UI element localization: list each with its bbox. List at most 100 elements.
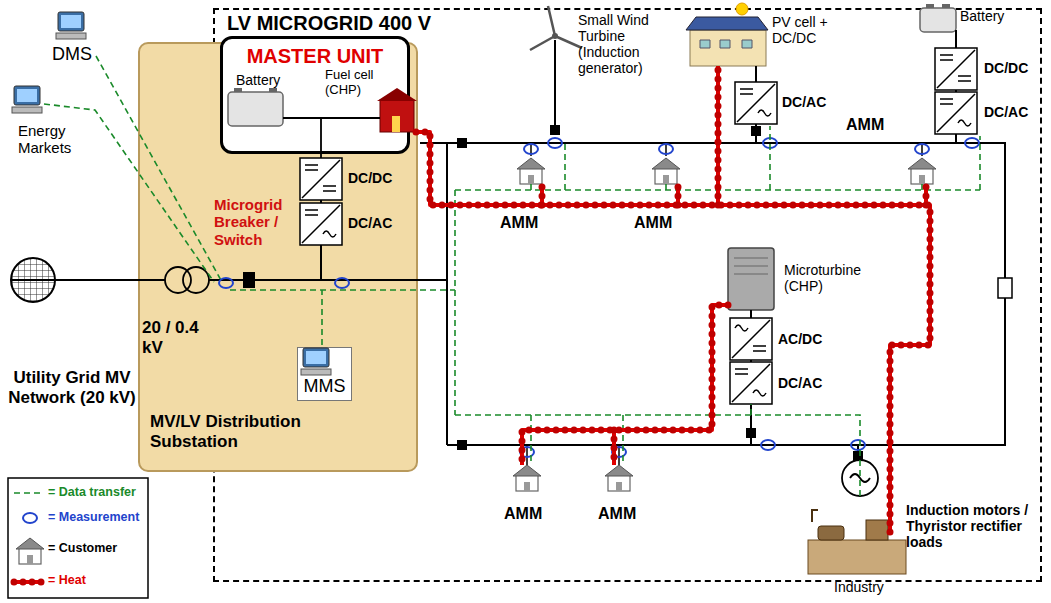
pv-building — [690, 30, 766, 66]
fuel-cell-roof — [377, 88, 417, 101]
wire — [283, 118, 380, 158]
microgrid-breaker — [243, 272, 255, 288]
label-text: Fuel cell (CHP) — [325, 68, 381, 98]
house-body — [516, 475, 538, 491]
industry-pipe — [812, 510, 818, 522]
node-text: LV MICROGRID 400 V — [227, 12, 431, 35]
wire — [320, 245, 322, 280]
legend-text: = Data transfer — [48, 485, 136, 499]
fuel-cell-icon — [380, 100, 414, 132]
converter-box — [735, 82, 777, 124]
label-text: Microgrid Breaker / Switch — [214, 196, 296, 248]
house-roof — [16, 538, 44, 549]
heat-pipe — [522, 305, 728, 465]
open-switch — [998, 278, 1012, 298]
house-door — [524, 482, 530, 491]
wind-blades — [530, 6, 582, 50]
house-door — [528, 175, 534, 184]
measurement-point — [659, 144, 673, 154]
house-roof — [513, 465, 541, 476]
house-roof — [517, 158, 545, 169]
label-text: Energy Markets — [18, 122, 90, 157]
node-text: MV/LV Distribution Substation — [150, 412, 350, 451]
node-text: MMS — [298, 376, 351, 397]
wire — [554, 40, 556, 130]
measurement-point — [219, 278, 233, 288]
converter-box — [730, 318, 772, 360]
measurement-point — [548, 138, 562, 148]
converter-symbol — [732, 364, 770, 402]
converter-box — [935, 48, 977, 90]
label-text: DC/AC — [778, 375, 822, 391]
label-text: DC/AC — [348, 215, 392, 231]
switch-block — [457, 440, 467, 450]
fuel-cell-door — [392, 116, 400, 132]
heat-pipe-beads — [416, 132, 930, 535]
house-door — [919, 175, 925, 184]
data-link — [455, 404, 860, 498]
heat-pipe — [14, 580, 44, 584]
computer-monitor — [14, 86, 40, 105]
label-text: Induction motors / Thyristor rectifier l… — [906, 502, 1046, 550]
heat-pipe-beads — [14, 579, 44, 586]
computer-screen — [17, 89, 37, 102]
house-roof — [605, 465, 633, 476]
switch-block — [746, 428, 756, 438]
label-text: AMM — [598, 505, 636, 523]
house-body — [911, 168, 933, 184]
switch-block — [550, 125, 560, 135]
microturbine-vents — [734, 258, 768, 274]
house-door — [616, 482, 622, 491]
label-text: AC/DC — [778, 331, 822, 347]
battery-terminal — [234, 88, 242, 92]
switch-block — [457, 138, 467, 148]
house-body — [520, 168, 542, 184]
wind-hub — [552, 33, 558, 39]
label-text: PV cell + DC/DC — [772, 14, 836, 46]
transformer-winding — [183, 267, 209, 293]
legend-text: = Measurement — [48, 510, 139, 524]
battery-icon — [228, 92, 283, 126]
measurement-point — [335, 278, 349, 288]
label-text: DC/AC — [984, 104, 1028, 120]
computer-base — [56, 33, 86, 39]
data-link — [44, 104, 214, 282]
house-body — [655, 168, 677, 184]
industry-motor — [818, 526, 844, 540]
battery-terminal — [269, 88, 277, 92]
heat-pipe — [542, 66, 926, 205]
label-text: 20 / 0.4 kV — [142, 318, 210, 357]
converter-box — [935, 92, 977, 134]
computer-monitor — [58, 12, 84, 31]
microturbine-icon — [728, 248, 774, 310]
wire — [750, 310, 752, 318]
label-text: Battery — [236, 72, 280, 88]
label-text: DMS — [52, 44, 92, 65]
wire — [755, 66, 757, 82]
switch-block — [751, 126, 761, 136]
wire — [955, 134, 957, 143]
measurement-point — [851, 440, 865, 450]
label-text: AMM — [846, 116, 884, 134]
converter-symbol — [937, 94, 975, 132]
converter-symbol — [737, 84, 775, 122]
label-text: DC/DC — [348, 170, 392, 186]
house-body — [608, 475, 630, 491]
data-link — [14, 492, 44, 494]
computer-base — [12, 107, 42, 113]
heat-pipe — [416, 132, 930, 535]
heat-pipe-beads — [542, 66, 926, 205]
label-text: AMM — [634, 214, 672, 232]
converter-box — [300, 158, 342, 200]
label-text: Microturbine (CHP) — [784, 262, 880, 294]
wire — [12, 279, 165, 281]
label-text: Utility Grid MV Network (20 kV) — [8, 368, 136, 407]
wire — [955, 30, 957, 48]
computer-base — [301, 369, 331, 375]
label-text: DC/DC — [984, 60, 1028, 76]
house-door — [663, 175, 669, 184]
converter-box — [300, 203, 342, 245]
battery-terminal — [926, 4, 934, 8]
computer-screen — [306, 351, 326, 364]
